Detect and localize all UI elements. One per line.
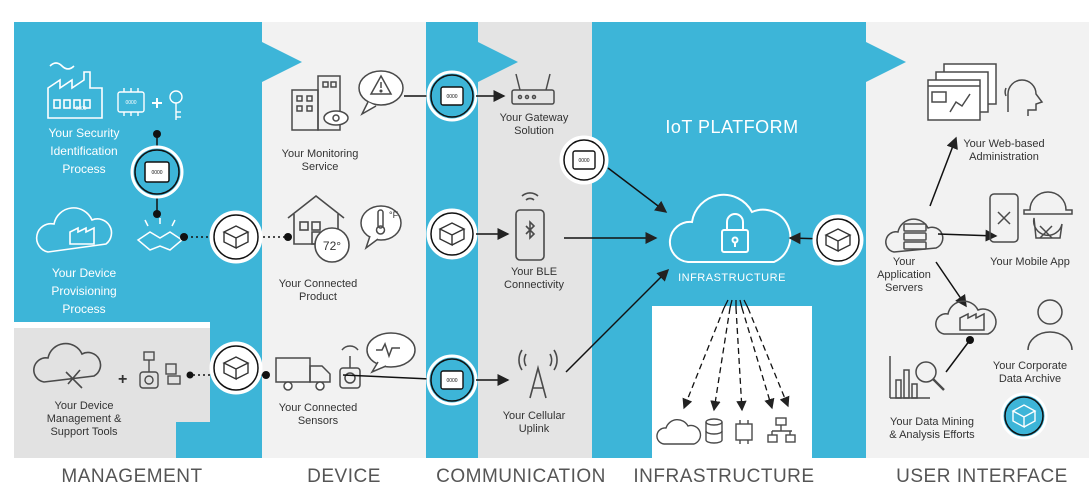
connector-dot	[966, 336, 974, 344]
warning-callout-icon	[358, 70, 404, 116]
chip-node-gateway	[426, 70, 478, 122]
servers-to-web-admin-arrow	[929, 136, 958, 207]
column-label-device: DEVICE	[307, 466, 381, 487]
box-node-product	[209, 210, 263, 264]
connector-dot	[186, 371, 194, 379]
chip-node-gateway-uplink	[559, 135, 609, 185]
communication-panel	[478, 22, 592, 458]
chip-plus-key-icon	[117, 88, 183, 120]
worker-icon	[1023, 191, 1073, 239]
data-mining-label: Your Data Mining & Analysis Efforts	[889, 416, 975, 441]
connector-dot	[153, 130, 161, 138]
box-node-ui	[812, 214, 864, 266]
cloud-tools-icon	[33, 342, 102, 389]
connected-sensors-label: Your Connected Sensors	[278, 402, 358, 427]
chip-text: 0000	[446, 378, 457, 384]
cloud-factory-icon	[35, 207, 113, 253]
device-band-foot	[176, 422, 262, 458]
app-server-cloud-icon	[885, 218, 944, 253]
cellular-to-platform-arrow	[565, 268, 670, 373]
iot-platform-title: IoT PLATFORM	[665, 117, 799, 137]
web-admin-label: Your Web-based Administration	[963, 138, 1045, 163]
data-mining-chart-icon	[889, 356, 945, 399]
connector-dot	[284, 233, 292, 241]
sensor-device-icon	[339, 345, 361, 389]
box-node-corporate	[1000, 392, 1048, 440]
infrastructure-label: INFRASTRUCTURE	[678, 272, 786, 284]
thermometer-callout-icon: °F	[360, 205, 402, 251]
robot-devices-icon	[139, 351, 181, 389]
infrastructure-lower-panel	[652, 306, 812, 458]
heartbeat-callout-icon	[366, 332, 416, 374]
security-chip-node	[130, 145, 184, 199]
chip-text: 0000	[446, 94, 457, 100]
chip-text: 0000	[125, 100, 136, 106]
device-management-label: Your Device Management & Support Tools	[46, 400, 122, 438]
column-label-infrastructure: INFRASTRUCTURE	[633, 466, 815, 487]
mobile-app-icon	[989, 193, 1019, 243]
app-servers-label: Your Application Servers	[877, 256, 931, 294]
network-icon	[767, 417, 796, 443]
delivery-truck-icon	[275, 357, 331, 391]
mobile-app-label: Your Mobile App	[990, 256, 1070, 268]
servers-to-archive-arrow	[935, 261, 967, 308]
column-label-communication: COMMUNICATION	[436, 466, 606, 487]
router-icon	[511, 73, 555, 105]
chip-text: 0000	[578, 158, 589, 164]
thermostat-icon: 72°	[314, 227, 350, 263]
corporate-archive-label: Your Corporate Data Archive	[992, 360, 1068, 385]
connected-product-label: Your Connected Product	[278, 278, 358, 303]
factory-window-text: 0000	[75, 106, 86, 112]
database-icon	[705, 418, 723, 444]
connector-dot	[180, 233, 188, 241]
cloud-storage-icon	[656, 419, 702, 445]
provisioning-process-label: Your Device Provisioning Process	[51, 266, 117, 316]
iot-platform-panel	[652, 22, 812, 306]
communication-panel-notch	[478, 42, 518, 82]
infrastructure-accent-band	[592, 22, 652, 458]
factory-icon	[47, 62, 103, 119]
ble-connectivity-label: Your BLE Connectivity	[504, 266, 564, 291]
cellular-uplink-label: Your Cellular Uplink	[502, 410, 566, 435]
headset-user-icon	[1004, 79, 1044, 116]
column-label-strip	[0, 458, 1089, 494]
box-node-ble	[426, 208, 478, 260]
column-label-user-interface: USER INTERFACE	[896, 466, 1068, 487]
chip-text: 0000	[151, 170, 162, 176]
cell-tower-icon	[518, 349, 558, 399]
user-silhouette-icon	[1027, 299, 1073, 351]
mining-to-archive-line	[945, 339, 971, 373]
servers-to-mobile-arrow	[937, 229, 998, 242]
smartphone-bluetooth-icon	[515, 192, 545, 261]
user-interface-panel-notch	[866, 42, 906, 82]
corporate-archive-icon	[935, 300, 997, 335]
security-process-label: Your Security Identification Process	[48, 126, 120, 176]
plus-sign: +	[118, 371, 127, 388]
infrastructure-fanout	[682, 299, 790, 412]
web-admin-screens-icon	[927, 63, 997, 121]
connector-dot	[153, 210, 161, 218]
box-node-sensors	[209, 341, 263, 395]
gateway-to-platform-arrow	[607, 167, 668, 213]
device-panel-notch	[262, 42, 302, 82]
gateway-solution-label: Your Gateway Solution	[499, 112, 569, 137]
monitoring-building-icon	[291, 75, 349, 131]
processor-icon	[735, 420, 753, 444]
connector-dot	[262, 371, 270, 379]
monitoring-service-label: Your Monitoring Service	[281, 148, 359, 173]
thermometer-unit: °F	[389, 210, 399, 220]
column-label-management: MANAGEMENT	[61, 466, 203, 487]
thermostat-reading: 72°	[323, 239, 341, 253]
